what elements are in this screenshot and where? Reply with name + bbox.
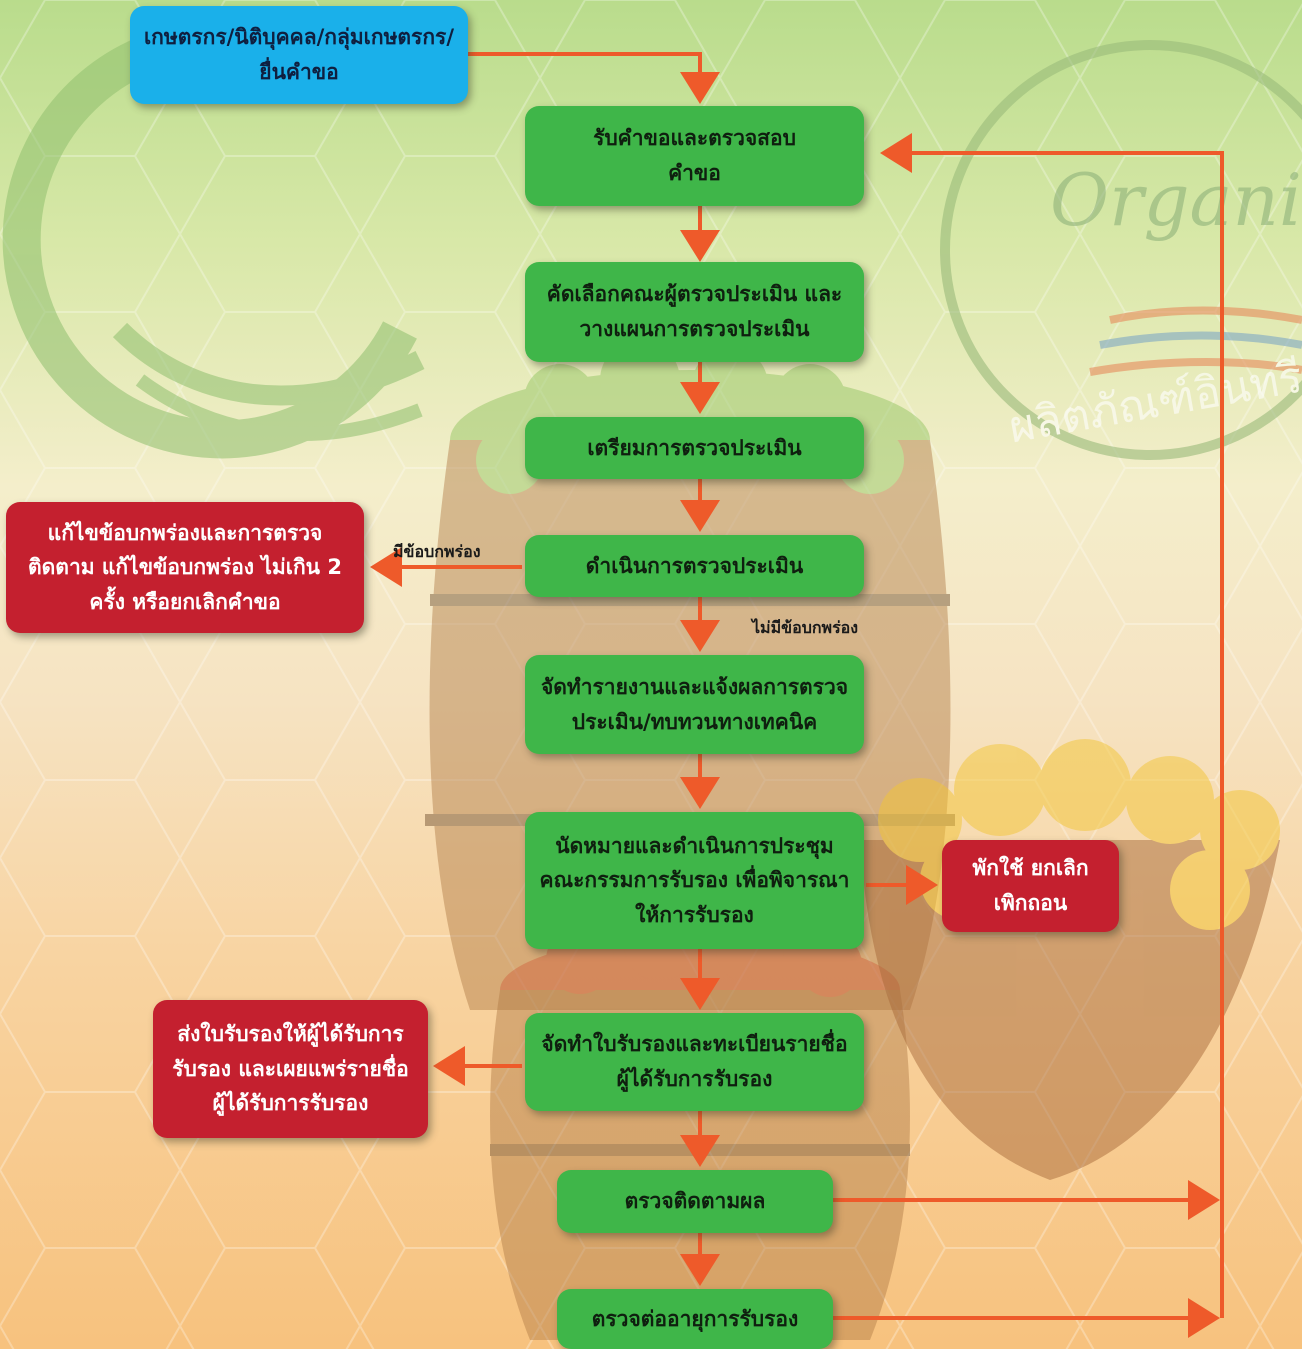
node-renew-certification: ตรวจต่ออายุการรับรอง [557, 1289, 833, 1349]
node-suspend-revoke: พักใช้ ยกเลิก เพิกถอน [942, 840, 1119, 932]
node-conduct-assessment: ดำเนินการตรวจประเมิน [525, 535, 864, 597]
node-monitor-results: ตรวจติดตามผล [557, 1170, 833, 1233]
node-send-certificate: ส่งใบรับรองให้ผู้ได้รับการ รับรอง และเผย… [153, 1000, 428, 1138]
node-receive-request: รับคำขอและตรวจสอบ คำขอ [525, 106, 864, 206]
node-report-results: จัดทำรายงานและแจ้งผลการตรวจ ประเมิน/ทบทว… [525, 655, 864, 754]
node-issue-certificate: จัดทำใบรับรองและทะเบียนรายชื่อ ผู้ได้รับ… [525, 1013, 864, 1111]
arrow-loop-to-receive [880, 133, 1224, 1318]
organic-logo-text: Organic Thailand [1050, 158, 1302, 242]
node-fix-defects: แก้ไขข้อบกพร่องและการตรวจติดตาม แก้ไขข้อ… [6, 502, 364, 633]
arrow-applicant-to-receive [468, 52, 720, 104]
edge-label-no-defect: ไม่มีข้อบกพร่อง [752, 618, 859, 637]
node-applicant: เกษตรกร/นิติบุคคล/กลุ่มเกษตรกร/ ยื่นคำขอ [130, 6, 468, 104]
node-committee-meeting: นัดหมายและดำเนินการประชุม คณะกรรมการรับร… [525, 812, 864, 949]
edge-label-defect: มีข้อบกพร่อง [393, 542, 481, 561]
node-select-assessors: คัดเลือกคณะผู้ตรวจประเมิน และ วางแผนการต… [525, 262, 864, 362]
node-prepare-assessment: เตรียมการตรวจประเมิน [525, 417, 864, 479]
